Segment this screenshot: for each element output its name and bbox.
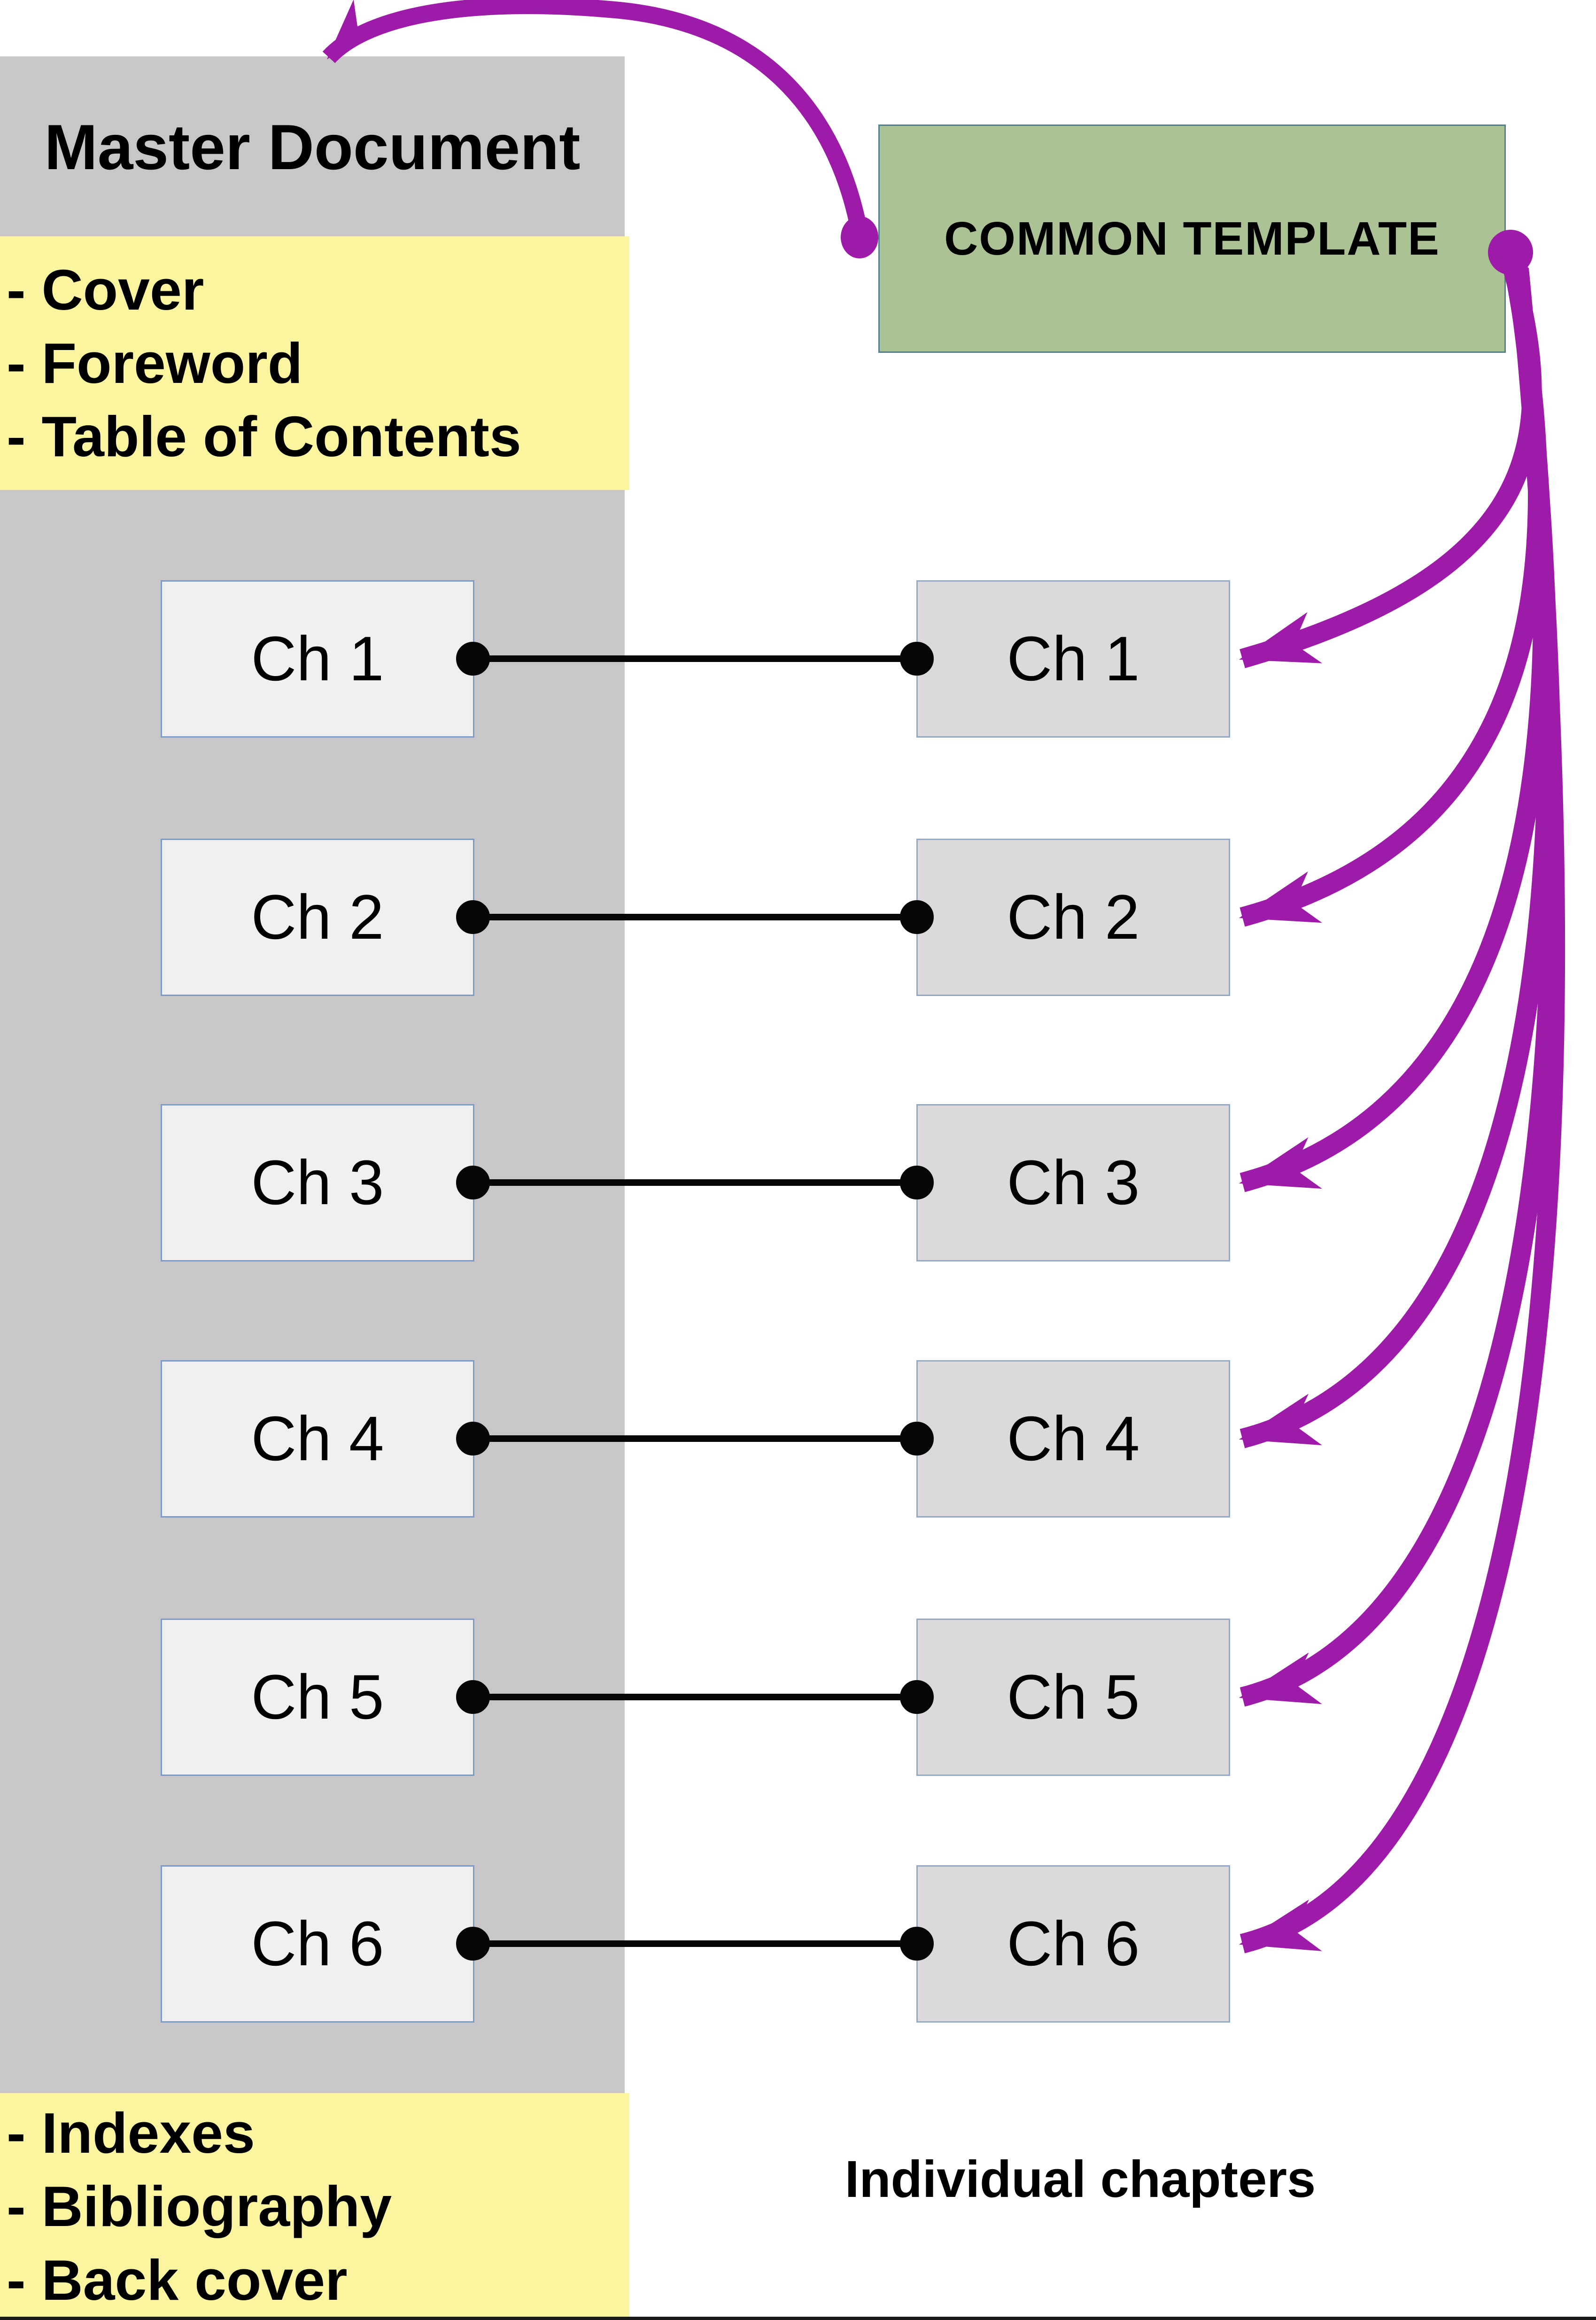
master-chapter-box-5: Ch 5 — [161, 1619, 474, 1776]
template-to-chapter-arrow-3 — [1239, 264, 1553, 1192]
bottom-edge-strip — [0, 2317, 1596, 2320]
individual-chapter-box-4: Ch 4 — [916, 1360, 1230, 1518]
template-anchor-dot — [841, 216, 878, 258]
master-chapter-box-4: Ch 4 — [161, 1360, 474, 1518]
template-to-chapter-arrow-6 — [1239, 267, 1565, 1954]
template-to-chapter-arrows — [1239, 230, 1565, 1954]
front-matter-item-toc: - Table of Contents — [7, 405, 521, 469]
individual-chapter-box-2: Ch 2 — [916, 839, 1230, 996]
individual-chapter-box-1: Ch 1 — [916, 580, 1230, 738]
individual-chapter-box-5: Ch 5 — [916, 1619, 1230, 1776]
front-matter-item-cover: - Cover — [7, 257, 204, 322]
master-chapter-box-6: Ch 6 — [161, 1865, 474, 2023]
back-matter-panel: - Indexes - Bibliography - Back cover — [0, 2093, 629, 2320]
template-to-chapter-arrow-4 — [1239, 265, 1558, 1448]
individual-chapters-caption: Individual chapters — [844, 2150, 1316, 2208]
template-to-chapter-arrow-5 — [1239, 266, 1562, 1707]
master-chapter-box-2: Ch 2 — [161, 839, 474, 996]
common-template-box: COMMON TEMPLATE — [878, 125, 1506, 353]
master-chapter-box-3: Ch 3 — [161, 1104, 474, 1261]
back-matter-item-indexes: - Indexes — [7, 2101, 255, 2165]
master-document-title: Master Document — [44, 111, 581, 183]
master-chapter-box-1: Ch 1 — [161, 580, 474, 738]
front-matter-panel: - Cover - Foreword - Table of Contents — [0, 236, 629, 490]
template-to-chapter-arrow-2 — [1239, 263, 1548, 927]
individual-chapter-box-3: Ch 3 — [916, 1104, 1230, 1261]
individual-chapter-box-6: Ch 6 — [916, 1865, 1230, 2023]
front-matter-item-foreword: - Foreword — [7, 331, 303, 395]
back-matter-item-back-cover: - Back cover — [7, 2248, 348, 2312]
back-matter-item-bibliography: - Bibliography — [7, 2174, 392, 2239]
